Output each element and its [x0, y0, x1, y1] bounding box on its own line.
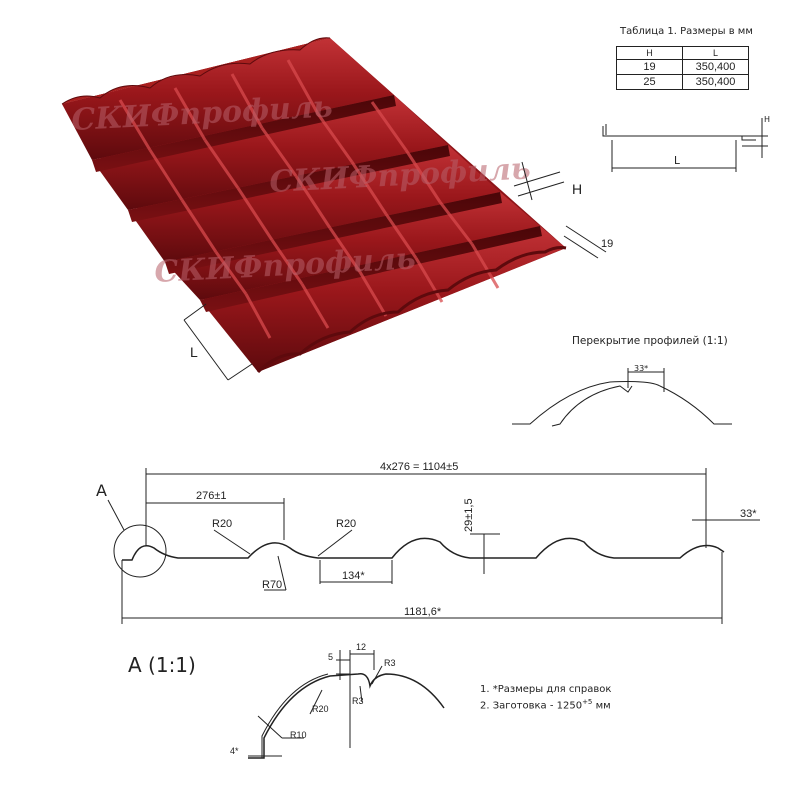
overlap-title: Перекрытие профилей (1:1) [572, 335, 728, 347]
table-header-h: H [616, 46, 683, 60]
note-1: 1. *Размеры для справок [480, 684, 612, 695]
main-dim-r70: R70 [262, 579, 282, 591]
table-cell: 350,400 [682, 59, 749, 75]
table-cell: 19 [616, 59, 683, 75]
main-dim-r20-right: R20 [336, 518, 356, 530]
roof-wave-ridges [118, 59, 500, 339]
detail-dim-r3a: R3 [384, 658, 396, 668]
main-dim-overall: 1181,6* [404, 606, 442, 618]
detail-dim-r10: R10 [290, 730, 307, 740]
table-header-l: L [682, 46, 749, 60]
detail-title: А (1:1) [128, 653, 196, 677]
sheet-label-l: L [190, 344, 198, 360]
sheet-dim-l [183, 303, 253, 381]
detail-dim-12: 12 [356, 642, 366, 652]
small-profile-label-h: H [764, 115, 770, 124]
main-label-a: A [96, 481, 107, 500]
detail-dim-r20: R20 [312, 704, 329, 714]
small-profile-drawing [602, 118, 768, 172]
main-dim-end: 33* [740, 508, 757, 520]
main-dim-flat: 134* [342, 570, 365, 582]
table-cell: 25 [616, 74, 683, 90]
table-cell: 350,400 [682, 74, 749, 90]
table-row: 19 350,400 [616, 59, 749, 75]
roof-bottom-edge [256, 246, 567, 374]
sheet-label-19: 19 [601, 238, 613, 250]
main-dim-total: 4х276 = 1104±5 [380, 461, 458, 473]
note-2-text: 2. Заготовка - 1250 [480, 700, 583, 712]
overlap-profile-drawing [512, 368, 732, 427]
table-caption: Таблица 1. Размеры в мм [620, 26, 753, 37]
main-dim-step: 276±1 [196, 490, 227, 502]
table-row: 25 350,400 [616, 74, 749, 90]
sheet-label-h: H [572, 181, 582, 197]
detail-dim-r3b: R3 [352, 696, 364, 706]
dimensions-table: H L 19 350,400 25 350,400 [616, 46, 749, 90]
table-header-row: H L [616, 46, 749, 60]
main-profile-drawing [107, 468, 760, 624]
note-2: 2. Заготовка - 1250+5 мм [480, 698, 611, 711]
note-2-sup: +5 [582, 698, 593, 706]
roof-top-edge [61, 37, 331, 105]
small-profile-label-l: L [674, 155, 680, 167]
main-dim-height: 29±1,5 [463, 498, 475, 532]
detail-dim-4: 4* [230, 746, 239, 756]
overlap-dim: 33* [634, 364, 648, 373]
detail-a-drawing [248, 650, 445, 759]
sheet-dim-19 [563, 225, 607, 259]
detail-dim-5: 5 [328, 652, 333, 662]
note-2-unit: мм [592, 700, 611, 712]
main-dim-r20-left: R20 [212, 518, 232, 530]
sheet-dim-h [513, 161, 565, 201]
